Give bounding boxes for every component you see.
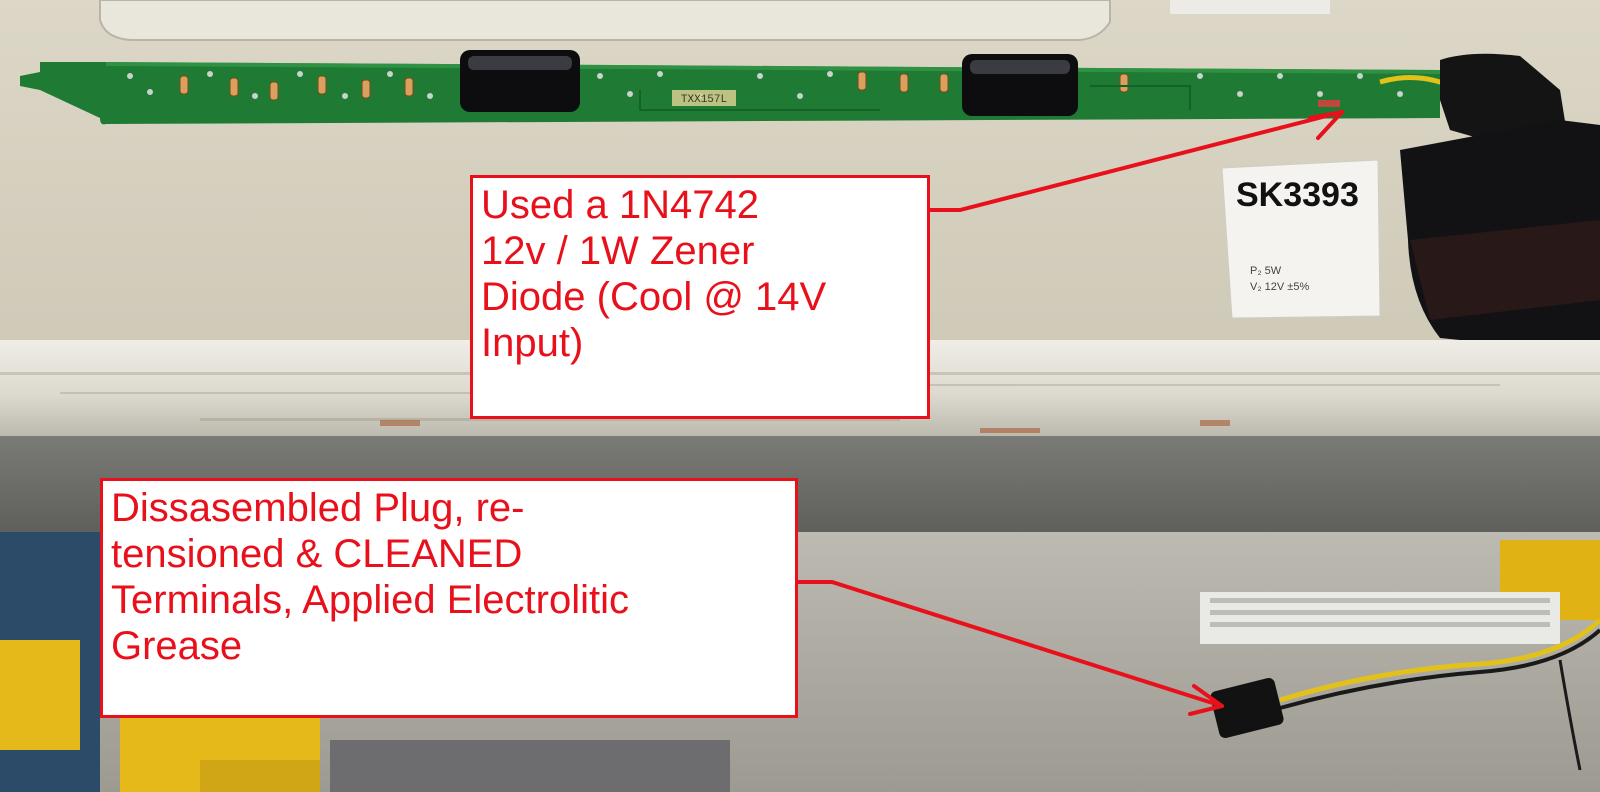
callout-line: Diode (Cool @ 14V (481, 275, 827, 319)
callout-line: Terminals, Applied Electrolitic (111, 578, 629, 622)
plug-callout: Dissasembled Plug, re- tensioned & CLEAN… (100, 478, 798, 718)
zener-diode (1318, 100, 1340, 107)
pcb-label: TXX157L (681, 94, 727, 106)
background-box (99, 0, 1111, 41)
plug-connector (1210, 618, 1600, 771)
arrow-zener (928, 110, 1344, 212)
callout-line: Dissasembled Plug, re- (111, 486, 525, 530)
part-sticker: SK3393 P₂ 5W V₂ 12V ±5% (1221, 159, 1381, 319)
sticker-spec-line-2: V₂ 12V ±5% (1250, 281, 1309, 293)
black-connector (1400, 53, 1600, 350)
callout-line: Used a 1N4742 (481, 183, 759, 227)
circuit-board: TXX157L (20, 50, 1462, 125)
sticker-part-number: SK3393 (1236, 176, 1359, 214)
drawer-slats (1200, 592, 1560, 644)
sticker-spec-line-1: P₂ 5W (1250, 265, 1282, 277)
zener-diode-callout: Used a 1N4742 12v / 1W Zener Diode (Cool… (470, 175, 930, 419)
callout-line: tensioned & CLEANED (111, 532, 523, 576)
callout-line: Input) (481, 321, 584, 365)
callout-line: Grease (111, 624, 243, 668)
arrow-plug (796, 580, 1224, 716)
callout-line: 12v / 1W Zener (481, 229, 755, 273)
background-tray (1170, 0, 1330, 14)
